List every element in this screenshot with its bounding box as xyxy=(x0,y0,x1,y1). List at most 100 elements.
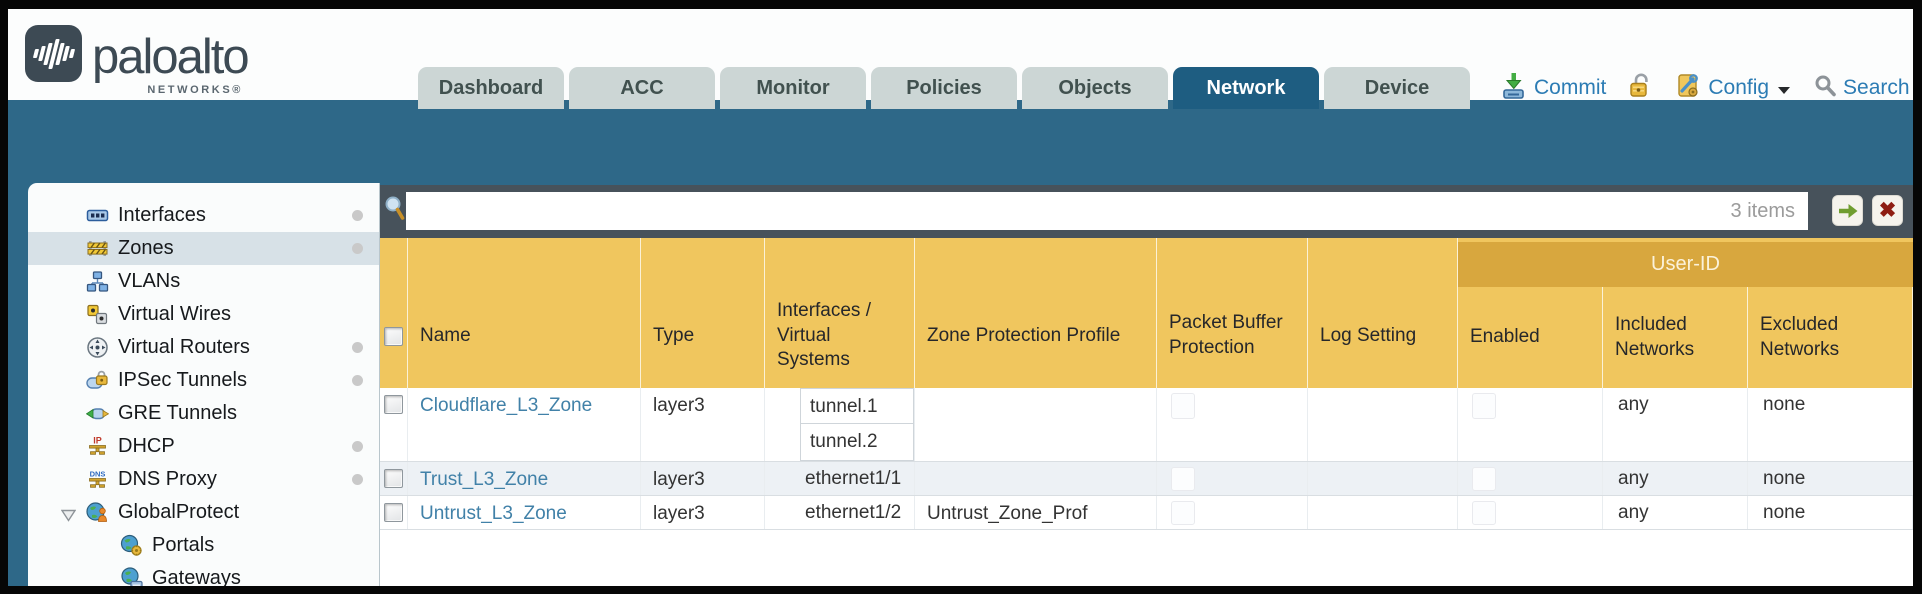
tab-acc[interactable]: ACC xyxy=(569,67,715,109)
sidebar-item-label: GlobalProtect xyxy=(118,501,240,523)
config-button[interactable]: Config xyxy=(1708,76,1770,99)
user-id-column-group: User-ID Enabled Included Networks Exclud… xyxy=(1458,238,1913,388)
commit-button[interactable]: Commit xyxy=(1534,76,1607,99)
packet-buffer-protection-cell xyxy=(1157,496,1308,529)
filter-input[interactable]: 3 items xyxy=(406,192,1808,230)
included-networks-cell: any xyxy=(1603,388,1748,461)
sidebar-item-gre-tunnels[interactable]: GRE Tunnels xyxy=(28,397,379,430)
zone-name-link[interactable]: Untrust_L3_Zone xyxy=(420,503,567,524)
excluded-networks-cell: none xyxy=(1748,462,1913,495)
table-row: Untrust_L3_Zone layer3 ethernet1/2 Untru… xyxy=(380,496,1913,530)
tab-monitor[interactable]: Monitor xyxy=(720,67,866,109)
dhcp-icon: IP xyxy=(86,435,109,458)
clear-x-icon: ✖ xyxy=(1878,199,1897,222)
select-all-checkbox-cell xyxy=(380,238,408,388)
header-actions: Commit xyxy=(1500,67,1910,109)
filter-bar: 3 items ✖ xyxy=(380,185,1913,238)
sidebar-item-label: Virtual Wires xyxy=(118,303,231,325)
packet-buffer-protection-cell xyxy=(1157,388,1308,461)
paloalto-logo-icon xyxy=(25,25,82,82)
interface-item: tunnel.2 xyxy=(800,424,914,461)
column-header-zone-protection-profile[interactable]: Zone Protection Profile xyxy=(915,238,1157,388)
svg-text:DNS: DNS xyxy=(90,470,106,479)
clear-filter-button[interactable]: ✖ xyxy=(1872,195,1903,226)
search-icon xyxy=(1814,74,1836,103)
sidebar-item-interfaces[interactable]: Interfaces xyxy=(28,199,379,232)
packet-buffer-protection-checkbox[interactable] xyxy=(1171,501,1195,525)
packet-buffer-protection-checkbox[interactable] xyxy=(1171,467,1195,491)
tab-network[interactable]: Network xyxy=(1173,67,1319,109)
user-id-enabled-checkbox[interactable] xyxy=(1472,467,1496,491)
search-button[interactable]: Search xyxy=(1843,76,1910,99)
zone-type-cell: layer3 xyxy=(641,388,765,461)
table-row: Cloudflare_L3_Zone layer3 tunnel.1 tunne… xyxy=(380,388,1913,462)
tab-policies[interactable]: Policies xyxy=(871,67,1017,109)
row-checkbox[interactable] xyxy=(384,503,403,522)
tab-device[interactable]: Device xyxy=(1324,67,1470,109)
column-header-packet-buffer-protection[interactable]: Packet Buffer Protection xyxy=(1157,238,1308,388)
row-checkbox[interactable] xyxy=(384,395,403,414)
sidebar-item-globalprotect[interactable]: GlobalProtect xyxy=(28,496,379,529)
log-setting-cell xyxy=(1308,496,1458,529)
tab-objects[interactable]: Objects xyxy=(1022,67,1168,109)
zone-name-link[interactable]: Trust_L3_Zone xyxy=(420,469,549,490)
chevron-down-icon[interactable] xyxy=(1778,86,1791,94)
green-arrow-icon xyxy=(1838,203,1857,218)
user-id-enabled-checkbox[interactable] xyxy=(1472,501,1496,525)
sidebar-item-dns-proxy[interactable]: DNS DNS Proxy xyxy=(28,463,379,496)
sidebar-item-label: IPSec Tunnels xyxy=(118,369,247,391)
svg-text:IP: IP xyxy=(93,436,102,446)
column-header-excluded-networks[interactable]: Excluded Networks xyxy=(1748,287,1913,388)
sidebar-item-vlans[interactable]: VLANs xyxy=(28,265,379,298)
column-header-type[interactable]: Type xyxy=(641,238,765,388)
zone-type-cell: layer3 xyxy=(641,462,765,495)
zone-name-link[interactable]: Cloudflare_L3_Zone xyxy=(420,395,593,416)
item-dot xyxy=(352,342,363,353)
gre-tunnels-icon xyxy=(86,402,109,425)
items-count: 3 items xyxy=(1730,199,1795,222)
item-dot xyxy=(352,243,363,254)
dns-proxy-icon: DNS xyxy=(86,468,109,491)
user-id-enabled-checkbox[interactable] xyxy=(1472,393,1496,419)
sidebar-item-label: VLANs xyxy=(118,270,181,292)
sidebar-item-gateways[interactable]: Gateways xyxy=(28,562,379,586)
column-header-name[interactable]: Name xyxy=(408,238,641,388)
zone-type-cell: layer3 xyxy=(641,496,765,529)
filter-text-field[interactable] xyxy=(406,200,1731,222)
column-header-enabled[interactable]: Enabled xyxy=(1458,287,1603,388)
gateways-icon xyxy=(120,567,143,586)
expander-triangle-icon[interactable] xyxy=(60,505,77,528)
sidebar-item-virtual-wires[interactable]: Virtual Wires xyxy=(28,298,379,331)
included-networks-cell: any xyxy=(1603,462,1748,495)
zone-interfaces-cell: ethernet1/2 xyxy=(765,496,915,529)
lock-icon[interactable] xyxy=(1628,72,1652,105)
table-header: Name Type Interfaces / Virtual Systems Z… xyxy=(380,238,1913,388)
sidebar-item-portals[interactable]: Portals xyxy=(28,529,379,562)
tab-dashboard[interactable]: Dashboard xyxy=(418,67,564,109)
user-id-enabled-cell xyxy=(1458,496,1603,529)
sidebar-item-label: Gateways xyxy=(152,567,241,586)
sidebar-item-virtual-routers[interactable]: Virtual Routers xyxy=(28,331,379,364)
column-header-log-setting[interactable]: Log Setting xyxy=(1308,238,1458,388)
item-dot xyxy=(352,441,363,452)
zone-name-cell: Untrust_L3_Zone xyxy=(408,496,641,529)
sidebar-item-dhcp[interactable]: IP DHCP xyxy=(28,430,379,463)
network-sidebar: Interfaces Zones xyxy=(28,183,380,586)
sidebar-item-label: DNS Proxy xyxy=(118,468,217,490)
packet-buffer-protection-checkbox[interactable] xyxy=(1171,393,1195,419)
apply-filter-button[interactable] xyxy=(1832,195,1863,226)
zone-name-cell: Trust_L3_Zone xyxy=(408,462,641,495)
column-header-included-networks[interactable]: Included Networks xyxy=(1603,287,1748,388)
select-all-checkbox[interactable] xyxy=(384,326,403,346)
sidebar-item-label: Virtual Routers xyxy=(118,336,250,358)
row-checkbox-cell xyxy=(380,496,408,529)
sidebar-item-zones[interactable]: Zones xyxy=(28,232,379,265)
app-header: paloalto NETWORKS® Dashboard ACC Monitor… xyxy=(8,9,1913,109)
sidebar-item-ipsec-tunnels[interactable]: IPSec Tunnels xyxy=(28,364,379,397)
packet-buffer-protection-cell xyxy=(1157,462,1308,495)
row-checkbox[interactable] xyxy=(384,469,403,488)
user-id-enabled-cell xyxy=(1458,388,1603,461)
interfaces-icon xyxy=(86,204,109,227)
column-header-interfaces[interactable]: Interfaces / Virtual Systems xyxy=(765,238,915,388)
